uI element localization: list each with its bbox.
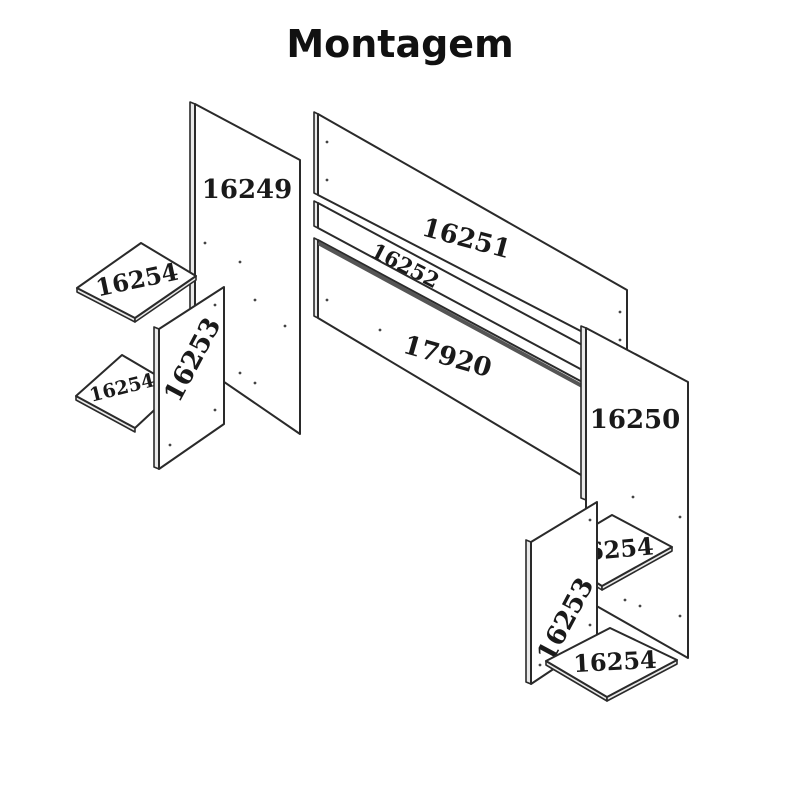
part-16254-right-bottom-shelf: 16254	[545, 627, 678, 702]
part-label-16254-right-bottom: 16254	[573, 645, 658, 678]
diagram-title: Montagem	[286, 22, 514, 66]
part-16253-left-panel: 16253	[153, 286, 227, 470]
part-label-16249: 16249	[202, 175, 292, 205]
part-16251-panel: 16251	[313, 111, 628, 356]
part-16254-left-top-shelf: 16254	[76, 242, 197, 323]
part-16254-left-bottom-shelf: 16254	[75, 354, 179, 433]
part-17920-panel: 17920	[313, 237, 587, 479]
part-label-16250: 16250	[590, 405, 680, 435]
